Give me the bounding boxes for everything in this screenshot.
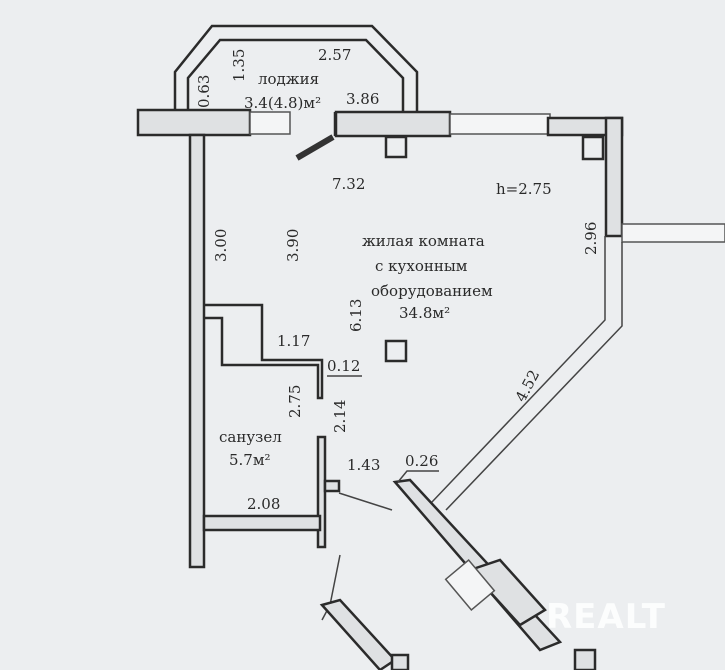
dim-3-90: 3.90 [284,229,302,262]
dim-2-14: 2.14 [331,400,349,433]
dim-2-08: 2.08 [247,495,280,513]
dim-3-86: 3.86 [346,90,379,108]
living-room-area: 34.8м² [399,304,450,322]
dim-1-17: 1.17 [277,332,310,350]
dim-1-43: 1.43 [347,456,380,474]
dim-7-32: 7.32 [332,175,365,193]
dim-3-00: 3.00 [212,229,230,262]
living-room-name-3: оборудованием [371,282,493,300]
column [581,135,605,161]
dim-2-96: 2.96 [582,222,600,255]
wall-right [431,236,623,511]
entrance-walls [319,478,597,670]
dim-0-12: 0.12 [327,357,360,375]
loggia-name: лоджия [258,70,319,88]
watermark-logo: REALT [546,597,666,637]
dim-0-63: 0.63 [195,75,213,108]
bathroom-name: санузел [219,428,282,446]
exterior-wall-left [188,133,206,569]
column [384,339,408,363]
loggia-walls [173,24,419,112]
dim-0-26: 0.26 [405,452,438,470]
dim-2-57: 2.57 [318,46,351,64]
bathroom-walls [202,303,393,549]
balcony-door [295,134,335,161]
dim-0-26-leader [397,470,439,483]
living-room-name-1: жилая комната [362,232,485,250]
exterior-wall-top [136,108,725,243]
living-room-name-2: с кухонным [375,257,468,275]
room-height: h=2.75 [496,180,552,198]
dim-4-52: 4.52 [512,367,544,405]
bathroom-area: 5.7м² [229,451,271,469]
dim-1-35: 1.35 [230,49,248,82]
dim-6-13: 6.13 [347,299,365,332]
dim-2-75: 2.75 [286,385,304,418]
column [384,135,408,159]
loggia-area: 3.4(4.8)м² [244,94,321,112]
